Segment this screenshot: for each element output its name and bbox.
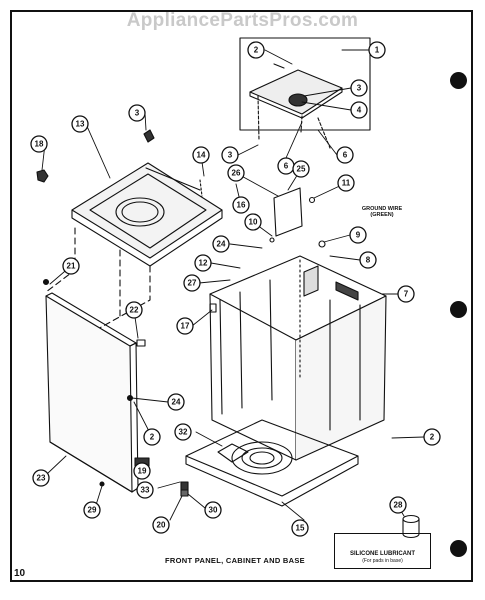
svg-text:26: 26: [232, 169, 241, 178]
callout-26: 26: [227, 164, 245, 182]
callout-24: 24: [212, 235, 230, 253]
svg-text:2: 2: [430, 433, 435, 442]
base: [185, 419, 359, 507]
svg-text:13: 13: [76, 120, 85, 129]
callout-11: 11: [337, 174, 355, 192]
callout-18: 18: [30, 135, 48, 153]
callout-13: 13: [71, 115, 89, 133]
callout-7: 7: [397, 285, 415, 303]
page-number: 10: [14, 568, 26, 579]
svg-text:18: 18: [35, 140, 44, 149]
ground-wire-line1: GROUND WIRE: [361, 206, 403, 212]
callout-23: 23: [32, 469, 50, 487]
callout-2: 2: [423, 428, 441, 446]
callout-8: 8: [359, 251, 377, 269]
svg-text:10: 10: [249, 218, 258, 227]
svg-text:3: 3: [228, 151, 233, 160]
lubricant-note-box: SILICONE LUBRICANT (For pads in base): [334, 533, 431, 569]
svg-text:6: 6: [284, 162, 289, 171]
callout-20: 20: [152, 516, 170, 534]
callout-17: 17: [176, 317, 194, 335]
svg-text:24: 24: [217, 240, 226, 249]
svg-text:8: 8: [366, 256, 371, 265]
svg-text:24: 24: [172, 398, 181, 407]
diagram-border: [10, 10, 473, 582]
binder-hole-middle: [450, 301, 467, 318]
bracket: [273, 187, 303, 237]
svg-text:14: 14: [197, 151, 206, 160]
svg-text:28: 28: [394, 501, 403, 510]
callout-6: 6: [277, 157, 295, 175]
svg-text:23: 23: [37, 474, 46, 483]
svg-text:29: 29: [88, 506, 97, 515]
callout-21: 21: [62, 257, 80, 275]
small-parts: [36, 129, 326, 497]
svg-text:12: 12: [199, 259, 208, 268]
ground-wire-line2: (GREEN): [370, 212, 394, 218]
svg-text:3: 3: [135, 109, 140, 118]
callout-19: 19: [133, 462, 151, 480]
callout-16: 16: [232, 196, 250, 214]
callout-14: 14: [192, 146, 210, 164]
callout-9: 9: [349, 226, 367, 244]
lid-inset-box: [239, 37, 371, 131]
svg-text:4: 4: [357, 106, 362, 115]
lubricant-note-title: SILICONE LUBRICANT: [350, 551, 415, 557]
svg-text:22: 22: [130, 306, 139, 315]
callout-15: 15: [291, 519, 309, 537]
svg-text:19: 19: [138, 467, 147, 476]
watermark: AppliancePartsPros.com: [126, 10, 359, 31]
svg-text:32: 32: [179, 428, 188, 437]
svg-text:11: 11: [342, 179, 351, 188]
callout-12: 12: [194, 254, 212, 272]
callout-3: 3: [350, 79, 368, 97]
callout-3: 3: [221, 146, 239, 164]
svg-text:16: 16: [237, 201, 246, 210]
callout-22: 22: [125, 301, 143, 319]
svg-text:3: 3: [357, 84, 362, 93]
lubricant-note-subtitle: (For pads in base): [362, 558, 403, 564]
callout-6: 6: [336, 146, 354, 164]
diagram-caption: FRONT PANEL, CABINET AND BASE: [165, 556, 305, 565]
callout-28: 28: [389, 496, 407, 514]
callout-27: 27: [183, 274, 201, 292]
svg-text:27: 27: [188, 279, 197, 288]
cabinet: [209, 255, 387, 461]
callout-2: 2: [247, 41, 265, 59]
svg-text:1: 1: [375, 46, 380, 55]
svg-text:33: 33: [141, 486, 150, 495]
binder-hole-top: [450, 72, 467, 89]
svg-text:2: 2: [254, 46, 259, 55]
callout-1: 1: [368, 41, 386, 59]
svg-text:30: 30: [209, 506, 218, 515]
callout-2: 2: [143, 428, 161, 446]
callout-4: 4: [350, 101, 368, 119]
svg-text:17: 17: [181, 322, 190, 331]
silicone-lubricant-can: [402, 514, 420, 539]
front-panel: [45, 292, 139, 493]
callout-33: 33: [136, 481, 154, 499]
svg-text:20: 20: [157, 521, 166, 530]
svg-text:2: 2: [150, 433, 155, 442]
top-panel: [71, 162, 223, 267]
callout-3: 3: [128, 104, 146, 122]
binder-hole-bottom: [450, 540, 467, 557]
callout-32: 32: [174, 423, 192, 441]
callout-24: 24: [167, 393, 185, 411]
svg-text:25: 25: [297, 165, 306, 174]
callout-29: 29: [83, 501, 101, 519]
callout-10: 10: [244, 213, 262, 231]
ground-wire-note: GROUND WIRE (GREEN): [360, 206, 404, 218]
svg-text:6: 6: [343, 151, 348, 160]
svg-text:9: 9: [356, 231, 361, 240]
svg-text:21: 21: [67, 262, 76, 271]
callout-30: 30: [204, 501, 222, 519]
svg-text:7: 7: [404, 290, 409, 299]
svg-text:15: 15: [296, 524, 305, 533]
callout-25: 25: [292, 160, 310, 178]
